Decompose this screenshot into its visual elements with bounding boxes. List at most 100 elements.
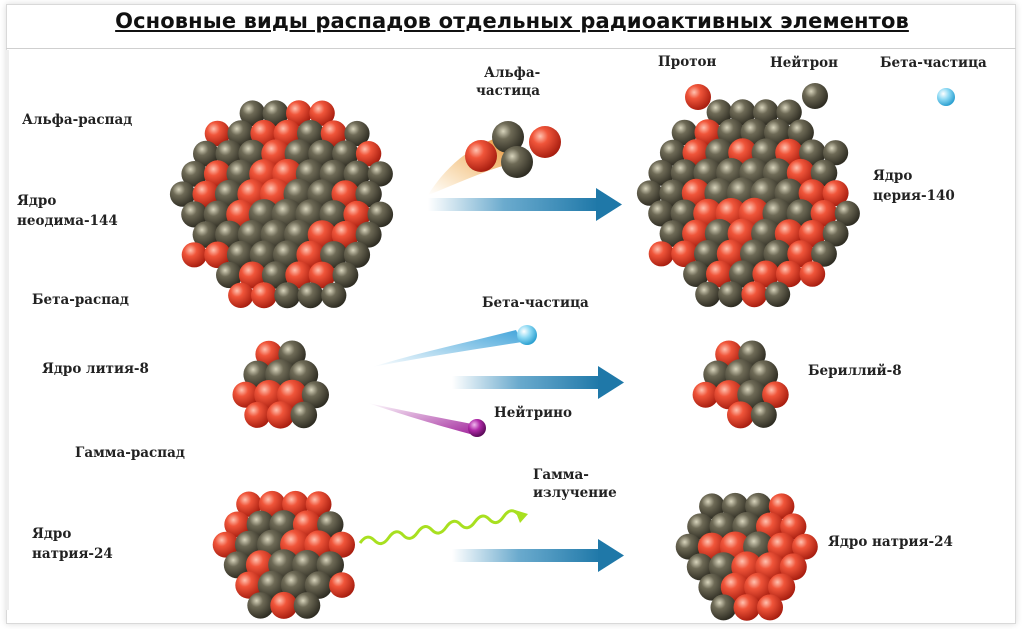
nucleon	[636, 180, 663, 206]
nucleon	[236, 491, 262, 517]
nucleon	[343, 200, 371, 228]
nucleon	[215, 220, 244, 249]
nucleon	[328, 531, 355, 558]
sodium-24-product-nucleus	[675, 492, 818, 621]
beta-particle-trail	[372, 330, 522, 367]
nucleon	[694, 119, 722, 146]
nucleon	[775, 260, 803, 288]
neutrino-trail	[368, 403, 472, 434]
cerium-label-line2: церия-140	[873, 188, 955, 204]
neutrino-label: Нейтрино	[494, 405, 573, 421]
nucleon	[834, 200, 860, 226]
slide-left-edge	[6, 50, 9, 610]
nucleon	[706, 260, 733, 288]
nucleon	[745, 492, 772, 520]
sodium-label-line1: Ядро	[32, 526, 72, 542]
nucleon	[251, 282, 277, 309]
nucleon	[305, 491, 332, 518]
nucleon	[262, 100, 289, 127]
nucleon	[308, 261, 336, 289]
nucleon	[671, 240, 698, 268]
nucleon	[729, 260, 757, 288]
nucleon	[757, 594, 783, 621]
nucleon	[699, 493, 725, 519]
nucleon	[212, 531, 239, 558]
nucleon	[224, 511, 251, 538]
nucleon	[721, 492, 749, 520]
nucleon	[296, 240, 325, 269]
nucleon	[329, 572, 355, 598]
nucleon	[301, 381, 329, 409]
nucleon	[367, 161, 393, 187]
cerium-label-line1: Ядро	[873, 168, 913, 184]
title-bar	[6, 4, 1016, 49]
nucleon	[247, 592, 274, 619]
alpha-decay-arrow	[428, 188, 622, 221]
nucleon	[706, 99, 733, 125]
nucleon	[671, 119, 698, 146]
nucleon	[228, 282, 254, 308]
alpha-decay-heading: Альфа-распад	[22, 112, 133, 128]
alpha-particle-label-line2: частица	[476, 83, 540, 99]
nucleon	[694, 240, 722, 268]
nucleon	[787, 240, 815, 268]
gamma-ray-arrowhead	[515, 510, 528, 523]
nucleon	[239, 100, 266, 126]
nucleon	[343, 160, 371, 188]
nucleon	[675, 533, 702, 560]
gamma-ray-label-line1: Гамма-	[533, 467, 589, 483]
nucleon	[204, 241, 231, 269]
nucleon	[257, 570, 287, 600]
nucleon	[272, 240, 302, 270]
slide-title: Основные виды распадов отдельных радиоак…	[115, 9, 909, 33]
nucleon	[792, 533, 818, 560]
nucleon	[659, 220, 687, 247]
nucleon	[355, 221, 382, 248]
nucleon	[720, 572, 750, 602]
nucleon	[710, 594, 737, 621]
beta-decay-arrow	[452, 366, 624, 399]
nucleon	[763, 239, 792, 268]
nucleon	[331, 220, 360, 249]
nucleon	[768, 493, 795, 519]
nucleon	[293, 592, 321, 619]
nucleon	[344, 120, 370, 147]
nucleon	[355, 180, 382, 208]
nucleon	[648, 200, 675, 227]
nucleon	[752, 260, 780, 288]
nucleon	[779, 553, 807, 581]
nucleon	[798, 179, 827, 207]
nucleon	[204, 120, 231, 147]
neutrino-icon	[468, 419, 486, 437]
nucleon	[223, 551, 251, 579]
nucleon	[729, 99, 756, 126]
nucleon	[249, 240, 279, 270]
nucleon	[355, 141, 382, 167]
nucleon	[776, 99, 802, 125]
nucleon	[244, 401, 271, 428]
lithium-label: Ядро лития-8	[42, 361, 149, 377]
nucleon	[780, 513, 807, 540]
nucleon	[216, 261, 243, 289]
beta-particle-label: Бета-частица	[482, 295, 589, 311]
nucleon	[753, 99, 779, 126]
nucleon	[659, 139, 686, 166]
nucleon	[787, 119, 814, 146]
beta-legend-icon	[937, 88, 955, 106]
nucleon	[343, 241, 371, 268]
proton-label: Протон	[658, 54, 717, 70]
beta-particle-legend-label: Бета-частица	[880, 55, 987, 71]
alpha-particle	[465, 121, 561, 178]
nucleon	[764, 281, 791, 307]
nucleon	[698, 573, 726, 601]
nucleon	[320, 120, 347, 147]
nucleon	[695, 281, 721, 307]
nucleon	[282, 490, 309, 518]
nucleon	[226, 240, 255, 269]
nucleon	[718, 281, 744, 308]
nucleon	[227, 120, 255, 147]
nucleon	[270, 591, 298, 619]
nucleon	[321, 282, 347, 308]
nucleon	[266, 401, 295, 429]
